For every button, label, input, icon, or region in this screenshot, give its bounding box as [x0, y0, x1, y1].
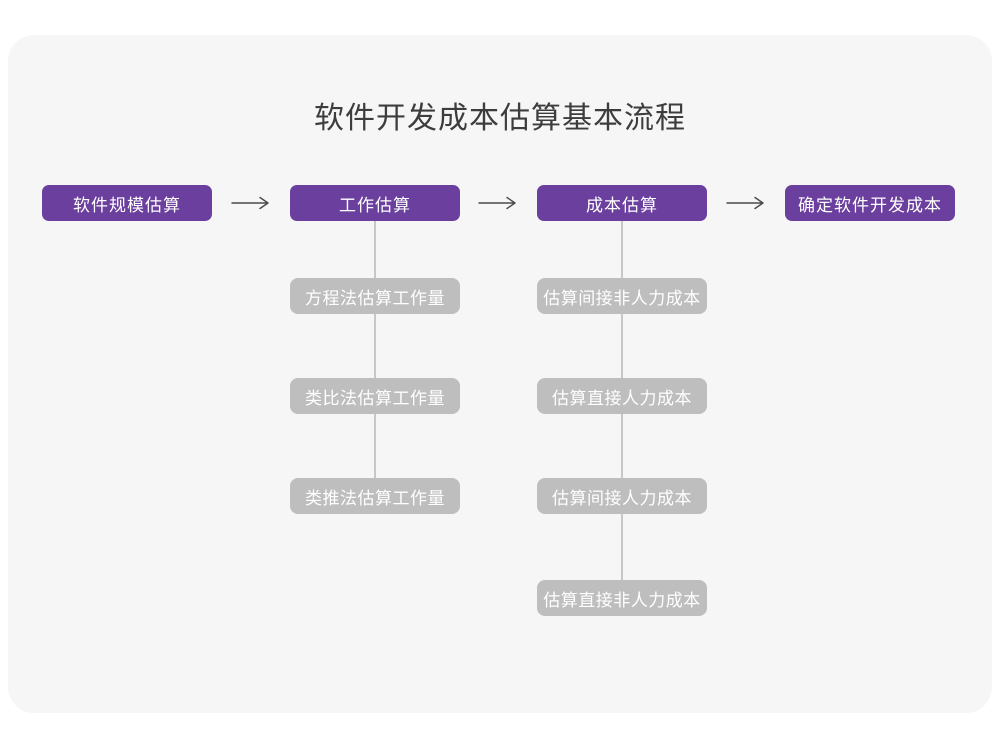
arrow-right-icon: [726, 196, 766, 210]
main-step-determine-development-cost: 确定软件开发成本: [785, 185, 955, 221]
diagram-title: 软件开发成本估算基本流程: [314, 102, 686, 135]
sub-step-direct-non-labor-cost: 估算直接非人力成本: [537, 580, 707, 616]
sub-step-analogy-method: 类比法估算工作量: [290, 378, 460, 414]
main-step-cost-estimation: 成本估算: [537, 185, 707, 221]
main-step-software-scale-estimation: 软件规模估算: [42, 185, 212, 221]
sub-step-indirect-labor-cost: 估算间接人力成本: [537, 478, 707, 514]
diagram-card: [8, 35, 992, 713]
sub-step-indirect-non-labor-cost: 估算间接非人力成本: [537, 278, 707, 314]
arrow-right-icon: [478, 196, 518, 210]
connector-line-work-column: [374, 221, 376, 481]
main-step-work-estimation: 工作估算: [290, 185, 460, 221]
sub-step-direct-labor-cost: 估算直接人力成本: [537, 378, 707, 414]
arrow-right-icon: [231, 196, 271, 210]
sub-step-equation-method: 方程法估算工作量: [290, 278, 460, 314]
sub-step-extrapolation-method: 类推法估算工作量: [290, 478, 460, 514]
